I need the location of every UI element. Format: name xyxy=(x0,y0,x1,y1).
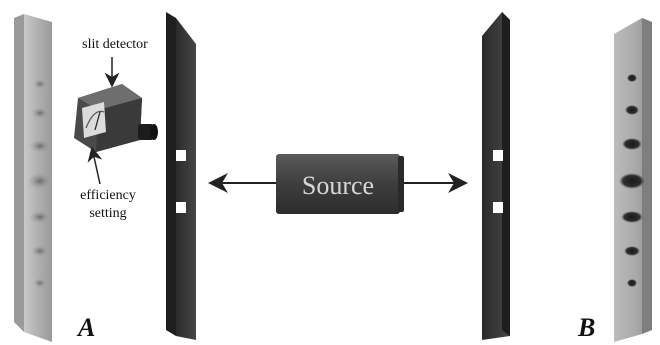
screen-b-pattern xyxy=(619,74,645,287)
slit-left-lower xyxy=(176,202,186,213)
slit-left-upper xyxy=(176,150,186,161)
source-box: Source xyxy=(276,154,404,214)
efficiency-label-line1: efficiency xyxy=(80,188,136,203)
slit-right-lower xyxy=(493,202,503,213)
slit-right-upper xyxy=(493,150,503,161)
slit-detector-icon xyxy=(74,84,158,152)
efficiency-label-line2: setting xyxy=(89,206,126,221)
screen-b-label: B xyxy=(577,313,595,342)
screen-a-pattern xyxy=(27,79,53,288)
efficiency-pointer xyxy=(87,146,103,185)
barrier-right xyxy=(482,12,510,340)
screen-b xyxy=(614,18,652,342)
screen-a xyxy=(14,14,53,342)
barrier-left xyxy=(166,12,196,340)
screen-a-label: A xyxy=(76,313,95,342)
source-label: Source xyxy=(302,171,374,200)
slit-detector-label: slit detector xyxy=(82,37,148,52)
